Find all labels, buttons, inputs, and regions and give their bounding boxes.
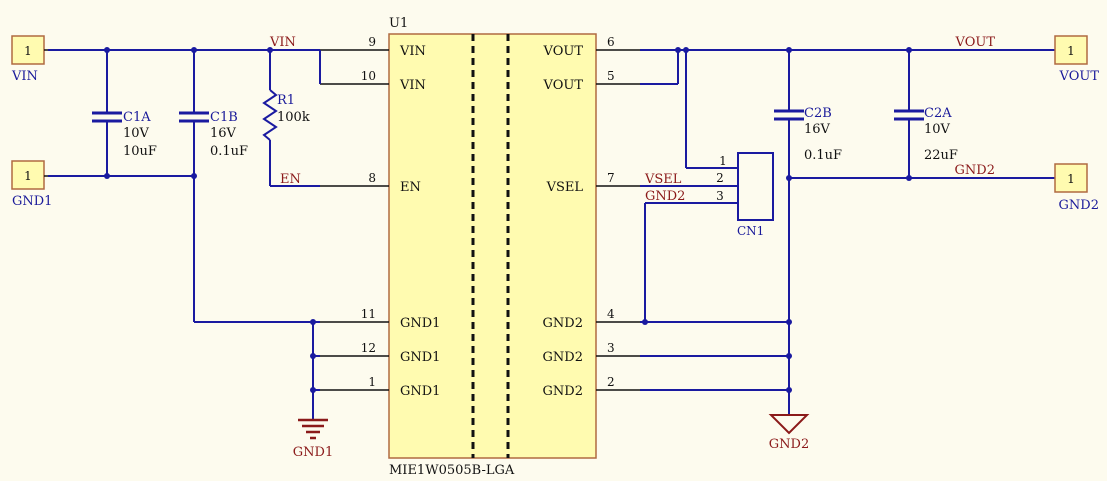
capacitor-c2b[interactable]: C2B 16V 0.1uF xyxy=(774,106,842,163)
net-label-vsel: VSEL xyxy=(644,172,682,187)
connector-label: GND1 xyxy=(12,194,52,209)
pin-number: 6 xyxy=(607,35,615,49)
ground-gnd1-symbol: GND1 xyxy=(293,418,333,460)
resistor-value: 100k xyxy=(277,110,310,125)
connector-pin: 1 xyxy=(24,169,32,183)
header-cn1[interactable]: 1 2 3 CN1 xyxy=(716,152,774,238)
pin-name: VIN xyxy=(399,44,426,59)
pin-number: 5 xyxy=(607,69,615,83)
cap-voltage: 16V xyxy=(210,126,237,141)
connector-gnd2[interactable]: 1 GND2 xyxy=(1054,163,1099,213)
pin-name: VSEL xyxy=(546,180,584,195)
connector-label: VIN xyxy=(11,69,38,84)
ic-right-pins xyxy=(596,49,640,391)
pin-name: VOUT xyxy=(543,78,584,93)
pin-name: GND2 xyxy=(543,316,583,331)
pin-name: GND1 xyxy=(400,316,440,331)
cap-value: 10uF xyxy=(123,144,157,159)
cap-voltage: 10V xyxy=(924,122,951,137)
cap-ref: C1B xyxy=(210,110,238,125)
net-label-gnd2: GND2 xyxy=(955,163,995,178)
connector-vout[interactable]: 1 VOUT xyxy=(1054,35,1100,84)
connector-pin: 1 xyxy=(1067,44,1075,58)
resistor-ref: R1 xyxy=(277,93,295,108)
junction-dots-left xyxy=(104,47,316,393)
cap-voltage: 10V xyxy=(123,126,150,141)
pin-name: VOUT xyxy=(543,44,584,59)
cap-value: 22uF xyxy=(924,148,958,163)
cap-voltage: 16V xyxy=(804,122,831,137)
connector-gnd1[interactable]: 1 GND1 xyxy=(11,160,52,209)
ground-label: GND2 xyxy=(769,437,809,452)
header-pin: 2 xyxy=(716,171,724,185)
pin-number: 10 xyxy=(361,69,376,83)
capacitor-c1a[interactable]: C1A 10V 10uF xyxy=(92,110,157,159)
net-label-vout: VOUT xyxy=(955,35,996,50)
pin-name: EN xyxy=(400,180,421,195)
ic-body xyxy=(388,33,597,459)
net-label-en: EN xyxy=(280,172,301,187)
connector-pin: 1 xyxy=(24,44,32,58)
pin-number: 11 xyxy=(361,307,376,321)
pin-number: 9 xyxy=(368,35,376,49)
pin-number: 8 xyxy=(368,171,376,185)
net-label-gnd2-cn: GND2 xyxy=(645,189,685,204)
pin-name: GND2 xyxy=(543,350,583,365)
ic-u1[interactable]: U1 MIE1W0505B-LGA xyxy=(388,16,597,478)
pin-number: 2 xyxy=(607,375,615,389)
capacitor-c1b[interactable]: C1B 16V 0.1uF xyxy=(179,110,248,159)
connector-label: GND2 xyxy=(1059,198,1099,213)
net-label-vin: VIN xyxy=(269,35,296,50)
header-pin: 3 xyxy=(716,189,724,203)
ic-left-pins xyxy=(320,49,389,391)
cap-ref: C1A xyxy=(123,110,151,125)
cap-value: 0.1uF xyxy=(804,148,842,163)
pin-name: GND1 xyxy=(400,384,440,399)
cap-ref: C2B xyxy=(804,106,832,121)
ground-label: GND1 xyxy=(293,445,333,460)
cap-ref: C2A xyxy=(924,106,952,121)
header-pin: 1 xyxy=(719,154,727,168)
pin-name: GND1 xyxy=(400,350,440,365)
pin-number: 4 xyxy=(607,307,615,321)
capacitor-c2a[interactable]: C2A 10V 22uF xyxy=(894,106,958,163)
pin-number: 1 xyxy=(368,375,376,389)
pin-name: VIN xyxy=(399,78,426,93)
ground-gnd2-symbol: GND2 xyxy=(768,414,810,452)
pin-number: 7 xyxy=(607,171,615,185)
header-ref: CN1 xyxy=(737,224,764,238)
connector-pin: 1 xyxy=(1067,172,1075,186)
ic-part-number: MIE1W0505B-LGA xyxy=(389,463,515,478)
junction-dots-right xyxy=(642,47,912,393)
pin-number: 12 xyxy=(361,341,376,355)
pin-name: GND2 xyxy=(543,384,583,399)
wires-left xyxy=(48,49,321,420)
cap-value: 0.1uF xyxy=(210,144,248,159)
pin-number: 3 xyxy=(607,341,615,355)
ic-ref: U1 xyxy=(389,16,408,31)
connector-label: VOUT xyxy=(1059,69,1100,84)
wires-right xyxy=(640,49,1055,415)
connector-vin[interactable]: 1 VIN xyxy=(11,35,48,84)
resistor-r1[interactable]: R1 100k xyxy=(262,89,310,141)
